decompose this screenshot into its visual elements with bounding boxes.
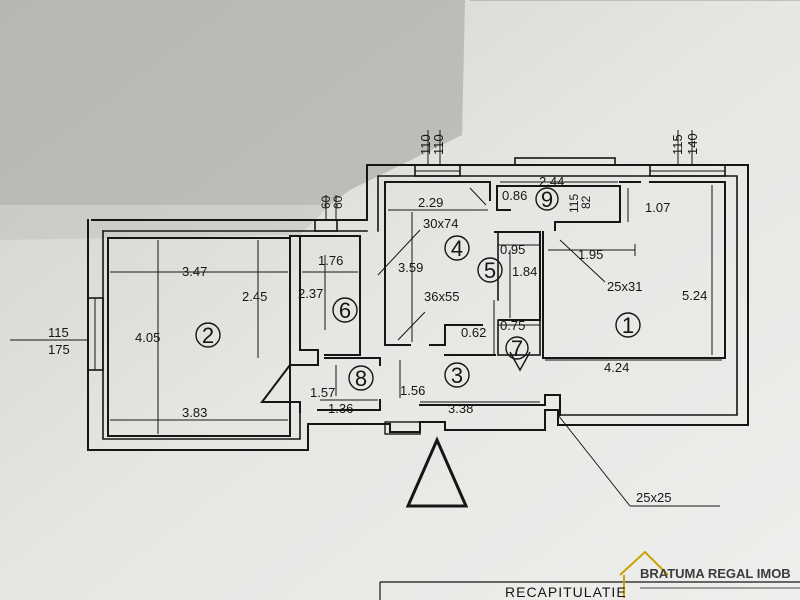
dim-r9-vert-b: 82 — [579, 195, 593, 209]
stamp-area: RECAPITULATIE BRATUMA REGAL IMOB — [379, 550, 800, 600]
dim-r1-width: 4.24 — [604, 360, 629, 375]
dim-r3-height: 1.56 — [400, 383, 425, 398]
dim-r1-top: 1.95 — [578, 247, 603, 262]
room-label-9: 9 — [541, 187, 553, 212]
dim-r7-height: 0.62 — [461, 325, 486, 340]
dim-window-1-a: 115 — [670, 134, 685, 155]
entrance-arrow-icon — [405, 436, 469, 508]
dim-r2-bottom: 3.83 — [182, 405, 207, 420]
dimension-lines — [10, 130, 722, 507]
room-label-3: 3 — [451, 363, 463, 388]
dim-r7-width: 0.75 — [500, 318, 525, 333]
house-logo-icon — [619, 550, 669, 598]
photo-shadow-fade — [0, 205, 330, 240]
room-label-7: 7 — [511, 336, 523, 361]
dim-r5-height: 1.84 — [512, 264, 537, 279]
room-label-4: 4 — [451, 236, 463, 261]
dim-r8-height: 1.57 — [310, 385, 335, 400]
dimension-labels: 4.24 5.24 1.95 1.07 3.47 3.83 4.05 2.45 … — [48, 133, 707, 505]
dim-r2-height: 4.05 — [135, 330, 160, 345]
dim-window-6-b: 60 — [331, 195, 345, 209]
dim-r9-width: 2.44 — [539, 174, 564, 189]
room-label-8: 8 — [355, 366, 367, 391]
opening-label-3: 25x31 — [607, 279, 642, 294]
opening-label-1: 30x74 — [423, 216, 458, 231]
room-label-5: 5 — [484, 258, 496, 283]
dim-r2-top: 3.47 — [182, 264, 207, 279]
dim-r4-height: 3.59 — [398, 260, 423, 275]
dim-window-6-a: 60 — [319, 195, 333, 209]
dim-r3-width: 3.38 — [448, 401, 473, 416]
stamp-title: RECAPITULATIE — [505, 584, 627, 600]
dim-r1-height: 5.24 — [682, 288, 707, 303]
opening-label-4: 25x25 — [636, 490, 671, 505]
dim-window-4-b: 110 — [431, 134, 446, 155]
plan-walls — [87, 157, 749, 451]
dim-r2-side: 2.45 — [242, 289, 267, 304]
room-markers — [195, 187, 641, 391]
room-label-1: 1 — [622, 313, 634, 338]
dim-r6-width: 1.76 — [318, 253, 343, 268]
dim-window-1-b: 140 — [685, 133, 700, 155]
room-number-labels: 1 2 3 4 5 6 7 8 9 — [202, 187, 634, 391]
dim-window-left-b: 175 — [48, 342, 70, 357]
dim-r1-notch: 1.07 — [645, 200, 670, 215]
photo-shadow — [0, 0, 465, 205]
dim-r9-vert-a: 115 — [567, 194, 581, 213]
room-label-2: 2 — [202, 323, 214, 348]
dim-r5-width: 0.95 — [500, 242, 525, 257]
dim-r9-small: 0.86 — [502, 188, 527, 203]
opening-label-2: 36x55 — [424, 289, 459, 304]
stamp-brand: BRATUMA REGAL IMOB — [640, 566, 791, 581]
dim-window-left-a: 115 — [48, 325, 69, 340]
dim-window-4-a: 110 — [418, 134, 433, 155]
dim-r4-top: 2.29 — [418, 195, 443, 210]
dim-r8-width: 1.36 — [328, 401, 353, 416]
room-label-6: 6 — [339, 298, 351, 323]
dim-r6-height: 2.37 — [298, 286, 323, 301]
